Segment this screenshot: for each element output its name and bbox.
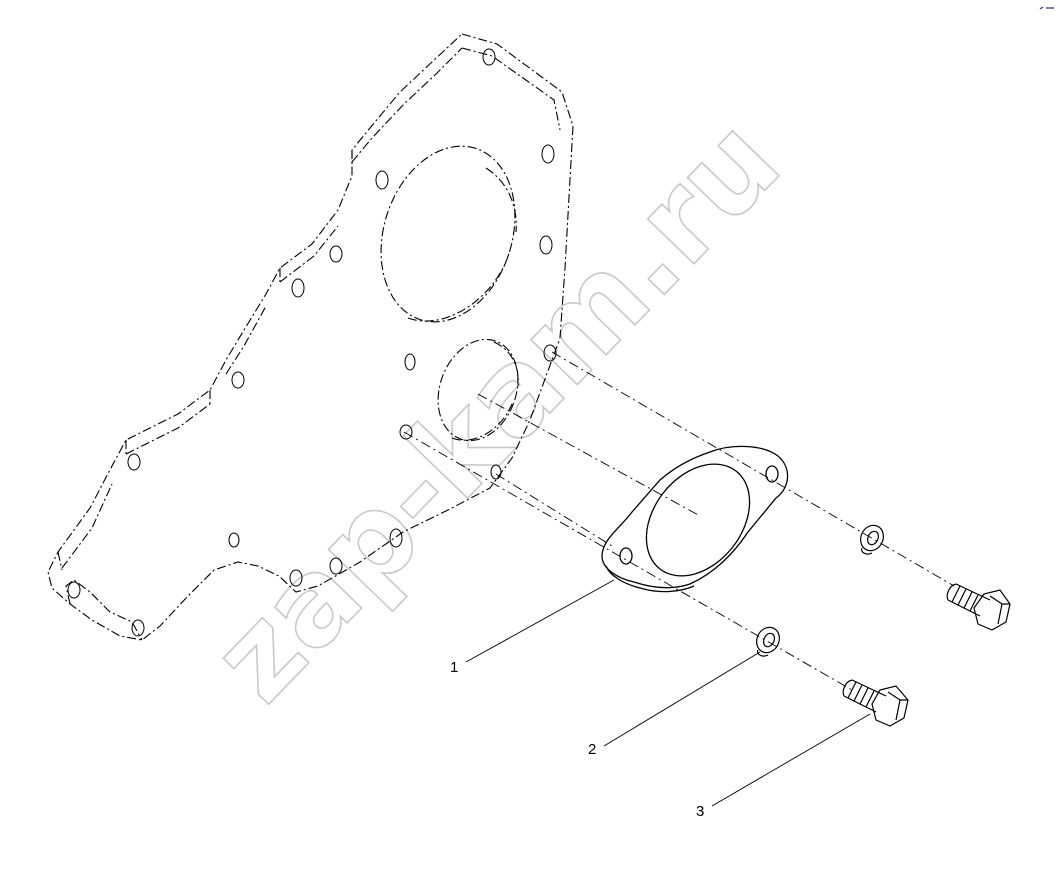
lower-opening [437,338,519,442]
hole [329,245,343,263]
hole [490,464,502,480]
centerline-upper [551,351,955,587]
washer-upper [860,524,884,555]
watermark: zap-kam.ru [185,91,807,728]
upper-opening-depth [407,167,517,322]
assembly-lines [403,351,955,691]
cover-plate-lower-lobe [65,579,143,641]
washer-lower [756,626,780,657]
gasket [601,445,789,593]
corner-mark [1039,6,1054,10]
washer-outer [756,626,780,654]
corner-mark-icon [1039,6,1054,10]
watermark-text: zap-kam.ru [186,92,806,727]
hole [541,144,555,164]
bolt-head [973,589,1011,631]
hole [375,170,389,190]
hole [404,353,416,371]
hole [289,569,303,587]
leader-lines [465,579,871,807]
gasket-center-hole [645,463,751,577]
cover-plate-outline [47,33,574,641]
hole [127,453,141,471]
hole [399,424,413,440]
bolt-thread [847,681,875,708]
bolt-upper [946,583,1011,631]
hole [543,344,557,362]
hole [291,278,305,298]
leader-2 [603,651,761,747]
gasket-bolt-hole-upper [765,465,779,483]
gasket-thickness [605,565,695,593]
bolt-head [871,685,909,727]
hole [231,371,245,389]
hole [228,532,240,548]
washer-inner [762,632,776,648]
leader-1 [465,579,615,663]
washer-edge [861,547,873,555]
washer-edge [757,649,769,657]
lower-opening-depth [451,341,519,441]
hole [389,528,403,548]
bolt-head-face [887,691,908,721]
centerline-lower [403,431,853,691]
callout-1: 1 [450,659,458,676]
callout-3: 3 [696,803,704,820]
bolt-head-face [989,595,1010,625]
washer-inner [866,530,880,546]
leader-3 [711,713,871,807]
cover-plate-edge [61,47,561,569]
hole [131,619,145,637]
centerline-lower-hole [495,473,613,547]
callout-2: 2 [588,741,596,758]
washer-outer [860,524,884,552]
bolt-thread [951,585,979,612]
gasket-bolt-hole-lower [619,547,633,565]
cover-plate [47,33,574,641]
hole [539,235,553,255]
upper-opening [380,145,516,323]
centerline-opening [477,393,701,517]
hole [67,581,81,599]
bolt-lower [842,679,909,727]
gasket-outline [601,445,789,589]
hole [329,557,343,575]
cover-plate-steps [57,150,353,571]
hole [482,48,496,66]
cover-plate-holes [67,48,557,637]
